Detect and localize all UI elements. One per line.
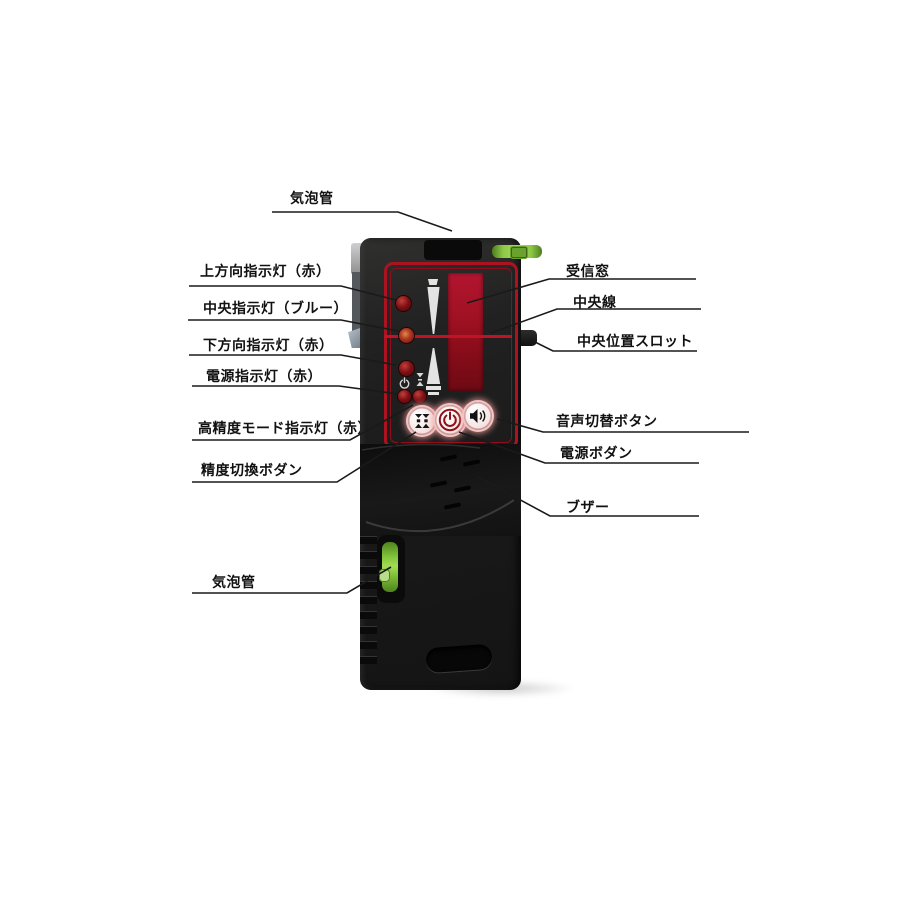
power-button-icon: [438, 408, 462, 432]
label-power-button: 電源ボダン: [560, 445, 633, 461]
scale-mark: [428, 392, 439, 395]
bottom-grip-slot: [425, 643, 493, 674]
up-direction-led: [396, 296, 411, 311]
side-vial-slot: [377, 535, 405, 603]
label-up-indicator: 上方向指示灯（赤）: [200, 263, 331, 279]
label-center-line: 中央線: [573, 294, 617, 310]
receiver-window: [448, 273, 483, 391]
label-power-indicator: 電源指示灯（赤）: [206, 368, 322, 384]
label-receiver-window: 受信窓: [566, 263, 610, 279]
laser-receiver-device: [360, 238, 542, 690]
precision-button-icon: [415, 414, 430, 428]
label-center-indicator: 中央指示灯（ブルー）: [203, 300, 348, 316]
scale-mark: [427, 279, 439, 285]
power-button: [435, 405, 465, 435]
buzzer-hood: [360, 444, 521, 536]
bubble-vial-top-bubble: [510, 246, 528, 259]
bubble-vial-side-bubble: [379, 569, 390, 582]
accuracy-marks-icon: [416, 373, 424, 386]
sound-toggle-button: [464, 402, 492, 430]
power-symbol-icon: [399, 377, 410, 389]
label-vial-top: 気泡管: [290, 190, 334, 206]
label-high-precision-indicator: 高精度モード指示灯（赤）: [198, 420, 372, 436]
scale-mark: [426, 386, 441, 390]
clamp-bracket-wedge: [348, 327, 363, 348]
top-vial-slot: [424, 240, 542, 260]
speaker-icon: [469, 409, 485, 423]
high-precision-mode-led: [413, 390, 426, 403]
precision-switch-button: [408, 407, 436, 435]
down-direction-led: [399, 361, 414, 376]
label-buzzer: ブザー: [566, 499, 610, 515]
label-precision-switch-button: 精度切換ボダン: [201, 462, 303, 478]
power-led: [398, 390, 411, 403]
clamp-bracket-strip: [352, 272, 362, 342]
side-grip-ridges: [360, 536, 377, 666]
label-vial-bottom: 気泡管: [212, 574, 256, 590]
leader-vial-top: [272, 211, 453, 232]
label-sound-button: 音声切替ボタン: [556, 413, 658, 429]
label-center-slot: 中央位置スロット: [577, 333, 693, 349]
center-line: [384, 335, 512, 338]
bubble-vial-side: [382, 542, 398, 592]
label-down-indicator: 下方向指示灯（赤）: [203, 337, 334, 353]
center-led: [399, 328, 414, 343]
